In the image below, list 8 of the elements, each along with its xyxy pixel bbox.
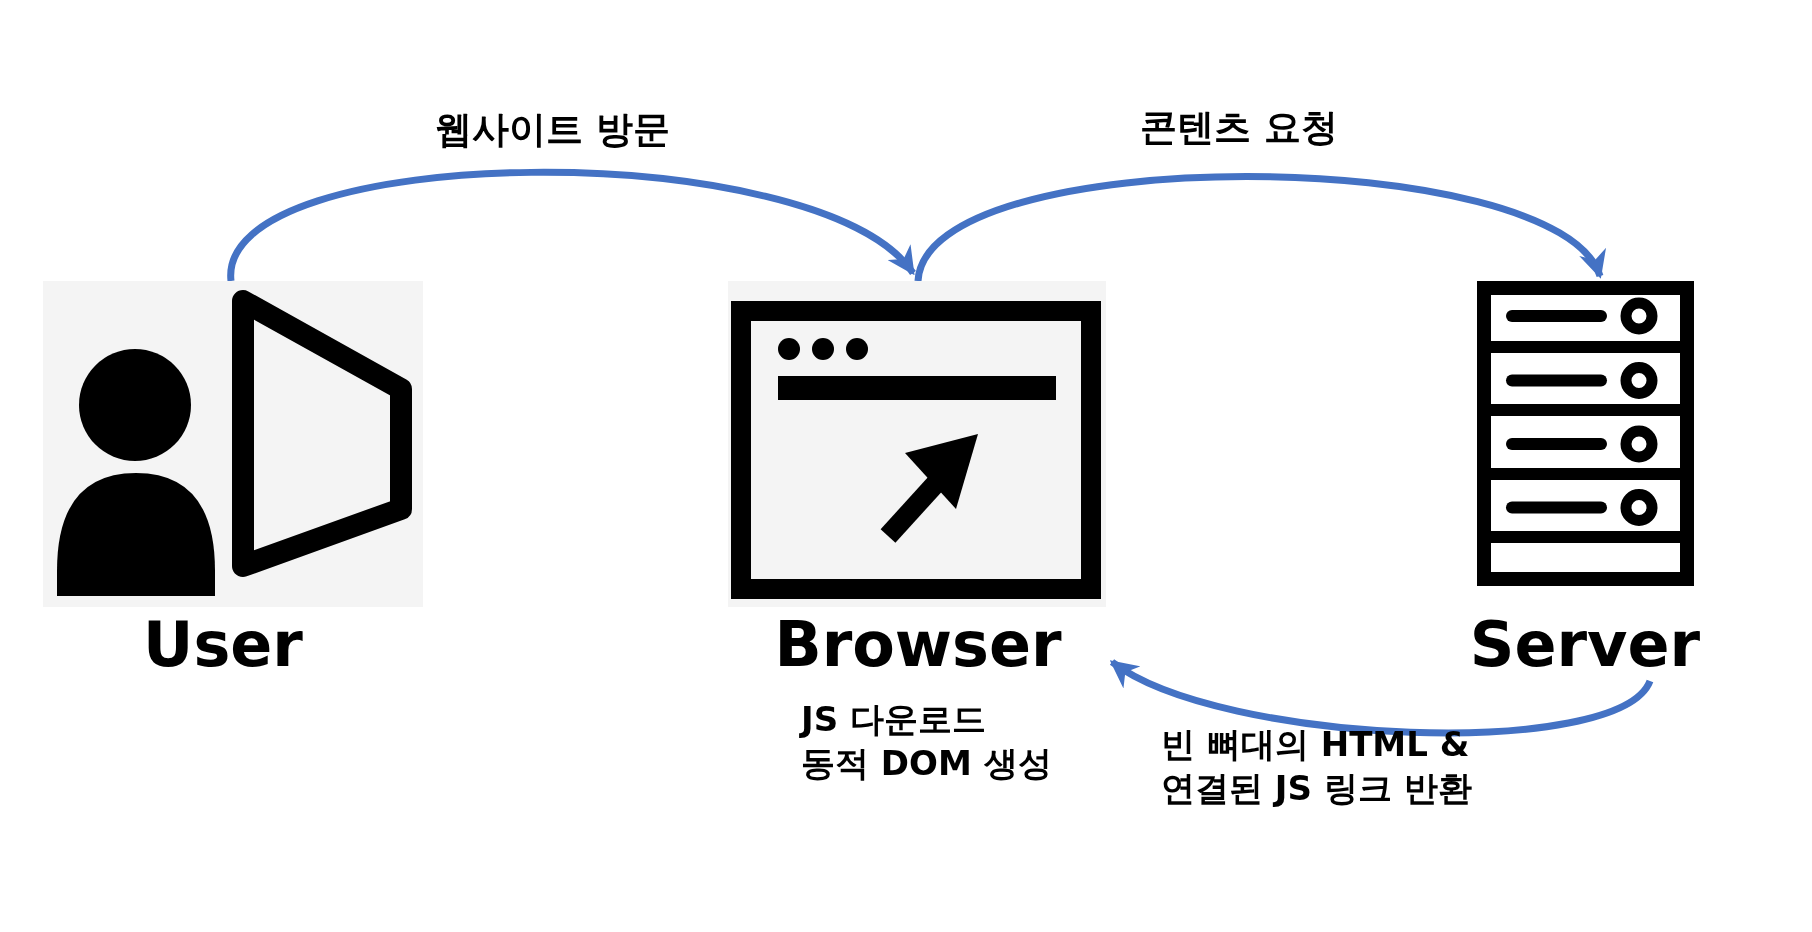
edge-label: 빈 뼈대의 HTML & 연결된 JS 링크 반환 <box>1161 723 1473 811</box>
node-label: User <box>143 614 303 676</box>
node-label: Browser <box>774 614 1062 676</box>
arrow <box>914 173 1603 283</box>
arrow <box>227 169 916 282</box>
node-label: Server <box>1469 614 1701 676</box>
arrow <box>1109 659 1653 737</box>
caption-text: JS 다운로드 동적 DOM 생성 <box>801 698 1053 786</box>
